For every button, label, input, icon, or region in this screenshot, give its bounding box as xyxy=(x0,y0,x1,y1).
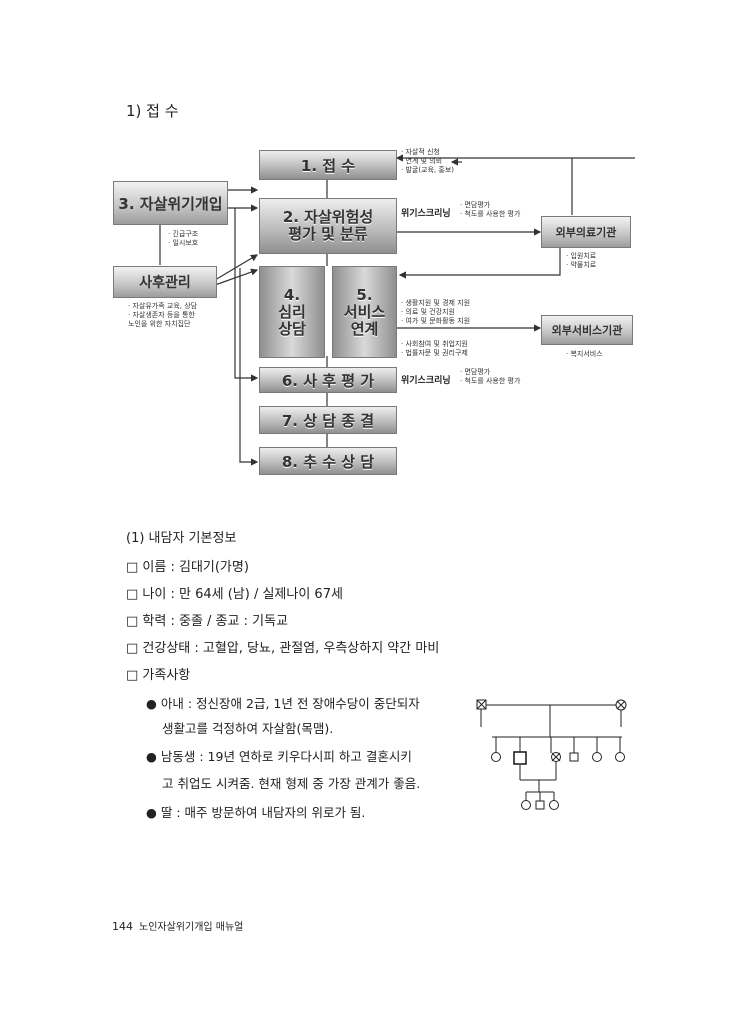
step-intake-box: 1. 접 수 xyxy=(259,150,397,180)
step-posteval-box: 6. 사 후 평 가 xyxy=(259,367,397,393)
screening-note: · 척도를 사용한 평가 xyxy=(460,210,521,218)
step-counseling-box: 4. 심리 상담 xyxy=(259,266,325,358)
family-brother-line1: ● 남동생 : 19년 연하로 키우다시피 하고 결혼시키 xyxy=(146,749,412,764)
step-assessment-box: 2. 자살위험성 평가 및 분류 xyxy=(259,198,397,254)
client-health: □ 건강상태 : 고혈압, 당뇨, 관절염, 우측상하지 약간 마비 xyxy=(126,641,440,656)
crisis-notes: · 긴급구조 · 일시보호 xyxy=(168,230,198,248)
step-counseling-num: 4. xyxy=(283,285,301,304)
eval-note: · 척도를 사용한 평가 xyxy=(460,377,521,385)
client-square xyxy=(513,751,527,765)
step-crisis-box: 3. 자살위기개입 xyxy=(113,181,228,225)
intake-notes: · 자살적 신청 · 연계 및 의뢰 · 발굴(교육, 홍보) xyxy=(401,148,491,175)
family-wife-line2: 생활고를 걱정하여 자살함(목맴). xyxy=(162,721,334,736)
intake-note: · 발굴(교육, 홍보) xyxy=(401,166,455,174)
footer-title: 노인자살위기개입 매뉴얼 xyxy=(139,922,244,933)
step-assessment-line1: 2. 자살위험성 xyxy=(282,208,374,226)
step-intake-label: 1. 접 수 xyxy=(300,156,356,175)
screening-label: 위기스크리닝 xyxy=(401,209,451,219)
step-service-line1: 서비스 xyxy=(343,302,386,321)
step-posteval-label: 6. 사 후 평 가 xyxy=(281,371,375,390)
aftercare-notes: · 자살유가족 교육, 상담 · 자살생존자 등을 통한 노인을 위한 자치집단 xyxy=(128,302,197,329)
child-circle xyxy=(549,800,559,810)
step-service-box: 5. 서비스 연계 xyxy=(332,266,397,358)
screening-notes: · 면담평가 · 척도를 사용한 평가 xyxy=(460,201,520,219)
external-service-box: 외부서비스기관 xyxy=(541,315,633,345)
genogram xyxy=(476,699,627,810)
eval-notes: · 면담평가 · 척도를 사용한 평가 xyxy=(460,368,520,386)
external-medical-label: 외부의료기관 xyxy=(555,226,617,239)
external-service-label: 외부서비스기관 xyxy=(551,324,623,337)
medical-note: · 입원치료 xyxy=(566,252,597,260)
client-education: □ 학력 : 중졸 / 종교 : 기독교 xyxy=(126,614,288,629)
service-notes-2: · 사회참여 및 취업지원 · 법률자문 및 권리구제 xyxy=(401,340,468,358)
aftercare-box: 사후관리 xyxy=(113,266,217,298)
step-termination-box: 7. 상 담 종 결 xyxy=(259,406,397,434)
client-name: □ 이름 : 김대기(가명) xyxy=(126,560,249,575)
family-daughter: ● 딸 : 매주 방문하여 내담자의 위로가 됨. xyxy=(146,805,366,820)
welfare-note: · 복지서비스 xyxy=(566,350,603,358)
aftercare-note: · 자살유가족 교육, 상담 xyxy=(128,302,198,310)
service-note: · 여가 및 문화활동 지원 xyxy=(401,317,471,325)
crisis-note: · 일시보호 xyxy=(168,239,199,247)
service-notes: · 생활지원 및 경제 지원 · 의료 및 건강지원 · 여가 및 문화활동 지… xyxy=(401,299,470,326)
service-note: · 생활지원 및 경제 지원 xyxy=(401,299,471,307)
child-square xyxy=(535,800,545,810)
flow-connectors xyxy=(159,154,635,466)
family-brother-line2: 고 취업도 시켜줌. 현재 형제 중 가장 관계가 좋음. xyxy=(162,776,421,791)
sibling-circle xyxy=(491,752,501,762)
flow-diagram: 1. 접 수 · 자살적 신청 · 연계 및 의뢰 · 발굴(교육, 홍보) 3… xyxy=(0,0,748,500)
step-service-line2: 연계 xyxy=(350,319,379,338)
client-heading: (1) 내담자 기본정보 xyxy=(126,531,237,546)
family-wife-line1: ● 아내 : 정신장애 2급, 1년 전 장애수당이 중단되자 xyxy=(146,696,420,711)
brother-square xyxy=(569,752,579,762)
sibling-circle xyxy=(592,752,602,762)
step-crisis-label: 3. 자살위기개입 xyxy=(118,194,223,213)
step-assessment-line2: 평가 및 분류 xyxy=(288,225,368,243)
service-note: · 의료 및 건강지원 xyxy=(401,308,455,316)
medical-note: · 약물치료 xyxy=(566,261,597,269)
medical-notes: · 입원치료 · 약물치료 xyxy=(566,252,596,270)
step-termination-label: 7. 상 담 종 결 xyxy=(281,411,375,430)
eval-note: · 면담평가 xyxy=(460,368,491,376)
intake-note: · 연계 및 의뢰 xyxy=(401,157,443,165)
sibling-circle xyxy=(615,752,625,762)
section-title: 1) 접 수 xyxy=(126,102,179,120)
child-circle xyxy=(521,800,531,810)
screening-note: · 면담평가 xyxy=(460,201,491,209)
step-service-num: 5. xyxy=(356,285,373,304)
aftercare-label: 사후관리 xyxy=(139,275,191,291)
client-age: □ 나이 : 만 64세 (남) / 실제나이 67세 xyxy=(126,587,343,602)
step-counseling-line1: 심리 xyxy=(278,302,306,321)
eval-label: 위기스크리닝 xyxy=(401,376,451,386)
service-note: · 사회참여 및 취업지원 xyxy=(401,340,468,348)
service-note: · 법률자문 및 권리구제 xyxy=(401,349,468,357)
step-followup-box: 8. 추 수 상 담 xyxy=(259,447,397,475)
step-counseling-line2: 상담 xyxy=(278,319,306,338)
client-family: □ 가족사항 xyxy=(126,668,191,683)
aftercare-note: · 자살생존자 등을 통한 xyxy=(128,311,195,319)
aftercare-note: 노인을 위한 자치집단 xyxy=(128,320,191,328)
intake-note: · 자살적 신청 xyxy=(401,148,440,156)
page-number: 144 xyxy=(112,920,133,933)
external-medical-box: 외부의료기관 xyxy=(541,216,631,248)
crisis-note: · 긴급구조 xyxy=(168,230,199,238)
step-followup-label: 8. 추 수 상 담 xyxy=(281,452,375,471)
page-footer: 144 노인자살위기개입 매뉴얼 xyxy=(112,918,243,933)
